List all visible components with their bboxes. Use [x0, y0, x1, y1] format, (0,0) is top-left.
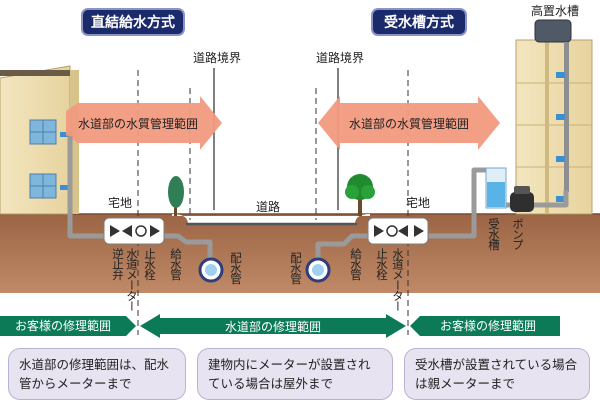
range-customer-right: お客様の修理範囲: [410, 316, 560, 336]
note-indoor-meter: 建物内にメーターが設置されている場合は屋外まで: [197, 348, 393, 400]
faucet-icon: [556, 114, 565, 120]
label-meter-left: 水道メーター: [125, 248, 139, 311]
label-meter-right: 水道メーター: [391, 248, 405, 311]
label-range-waterworks: 水道部の修理範囲: [225, 319, 321, 334]
high-tank-icon: [534, 19, 572, 43]
label-yard-left: 宅地: [108, 195, 132, 210]
pump-icon: [510, 186, 534, 212]
distribution-main-right-icon: [305, 257, 331, 283]
label-main-pipe-right: 配水管: [289, 252, 303, 285]
title-direct: 直結給水方式: [91, 14, 175, 31]
building-left: [0, 65, 79, 215]
receiving-tank-icon: [485, 167, 507, 209]
label-supply-pipe-left: 給水管: [169, 247, 183, 281]
building-left-windows: [29, 119, 57, 199]
label-road: 道路: [256, 199, 280, 214]
title-tank: 受水槽方式: [384, 14, 454, 31]
range-waterworks: 水道部の修理範囲: [140, 314, 406, 338]
label-road-boundary-right: 道路境界: [316, 50, 364, 65]
label-yard-right: 宅地: [406, 195, 430, 210]
note-waterworks-range: 水道部の修理範囲は、配水管からメーターまで: [8, 348, 186, 400]
label-range-customer-right: お客様の修理範囲: [440, 318, 536, 333]
label-road-boundary-left: 道路境界: [193, 50, 241, 65]
label-high-tank: 高置水槽: [531, 3, 579, 18]
label-pump: ポンプ: [511, 218, 525, 250]
title-direct-badge: 直結給水方式: [81, 8, 185, 36]
range-customer-left: お客様の修理範囲: [0, 316, 136, 336]
riser-pipe: [564, 42, 569, 192]
distribution-main-left-icon: [198, 257, 224, 283]
quality-arrow-left: 水道部の水質管理範囲: [66, 96, 222, 150]
meter-assembly-left-icon: [103, 217, 165, 245]
faucet-icon: [556, 196, 565, 202]
label-quality-right: 水道部の水質管理範囲: [349, 116, 469, 131]
building-right: 高置水槽: [515, 3, 593, 215]
label-supply-pipe-right: 給水管: [349, 247, 363, 281]
label-quality-left: 水道部の水質管理範囲: [78, 116, 198, 131]
label-main-pipe-left: 配水管: [229, 252, 243, 285]
tree-left-icon: [168, 176, 184, 216]
road-surface: [172, 214, 370, 224]
label-check-valve: 逆止弁: [111, 247, 125, 280]
title-tank-badge: 受水槽方式: [371, 8, 467, 36]
faucet-icon: [556, 156, 565, 162]
label-stop-valve-left: 止水栓: [143, 248, 157, 281]
label-stop-valve-right: 止水栓: [375, 248, 389, 281]
note-receiving-tank: 受水槽が設置されている場合は親メーターまで: [404, 348, 590, 400]
label-receiving-tank: 受水槽: [487, 218, 501, 251]
faucet-icon: [556, 72, 565, 78]
tree-right-icon: [345, 174, 375, 216]
quality-arrow-right: 水道部の水質管理範囲: [318, 96, 500, 150]
label-range-customer-left: お客様の修理範囲: [15, 318, 111, 333]
meter-assembly-right-icon: [367, 217, 429, 245]
ground-soil: [0, 214, 600, 293]
faucet-icon: [60, 185, 72, 190]
